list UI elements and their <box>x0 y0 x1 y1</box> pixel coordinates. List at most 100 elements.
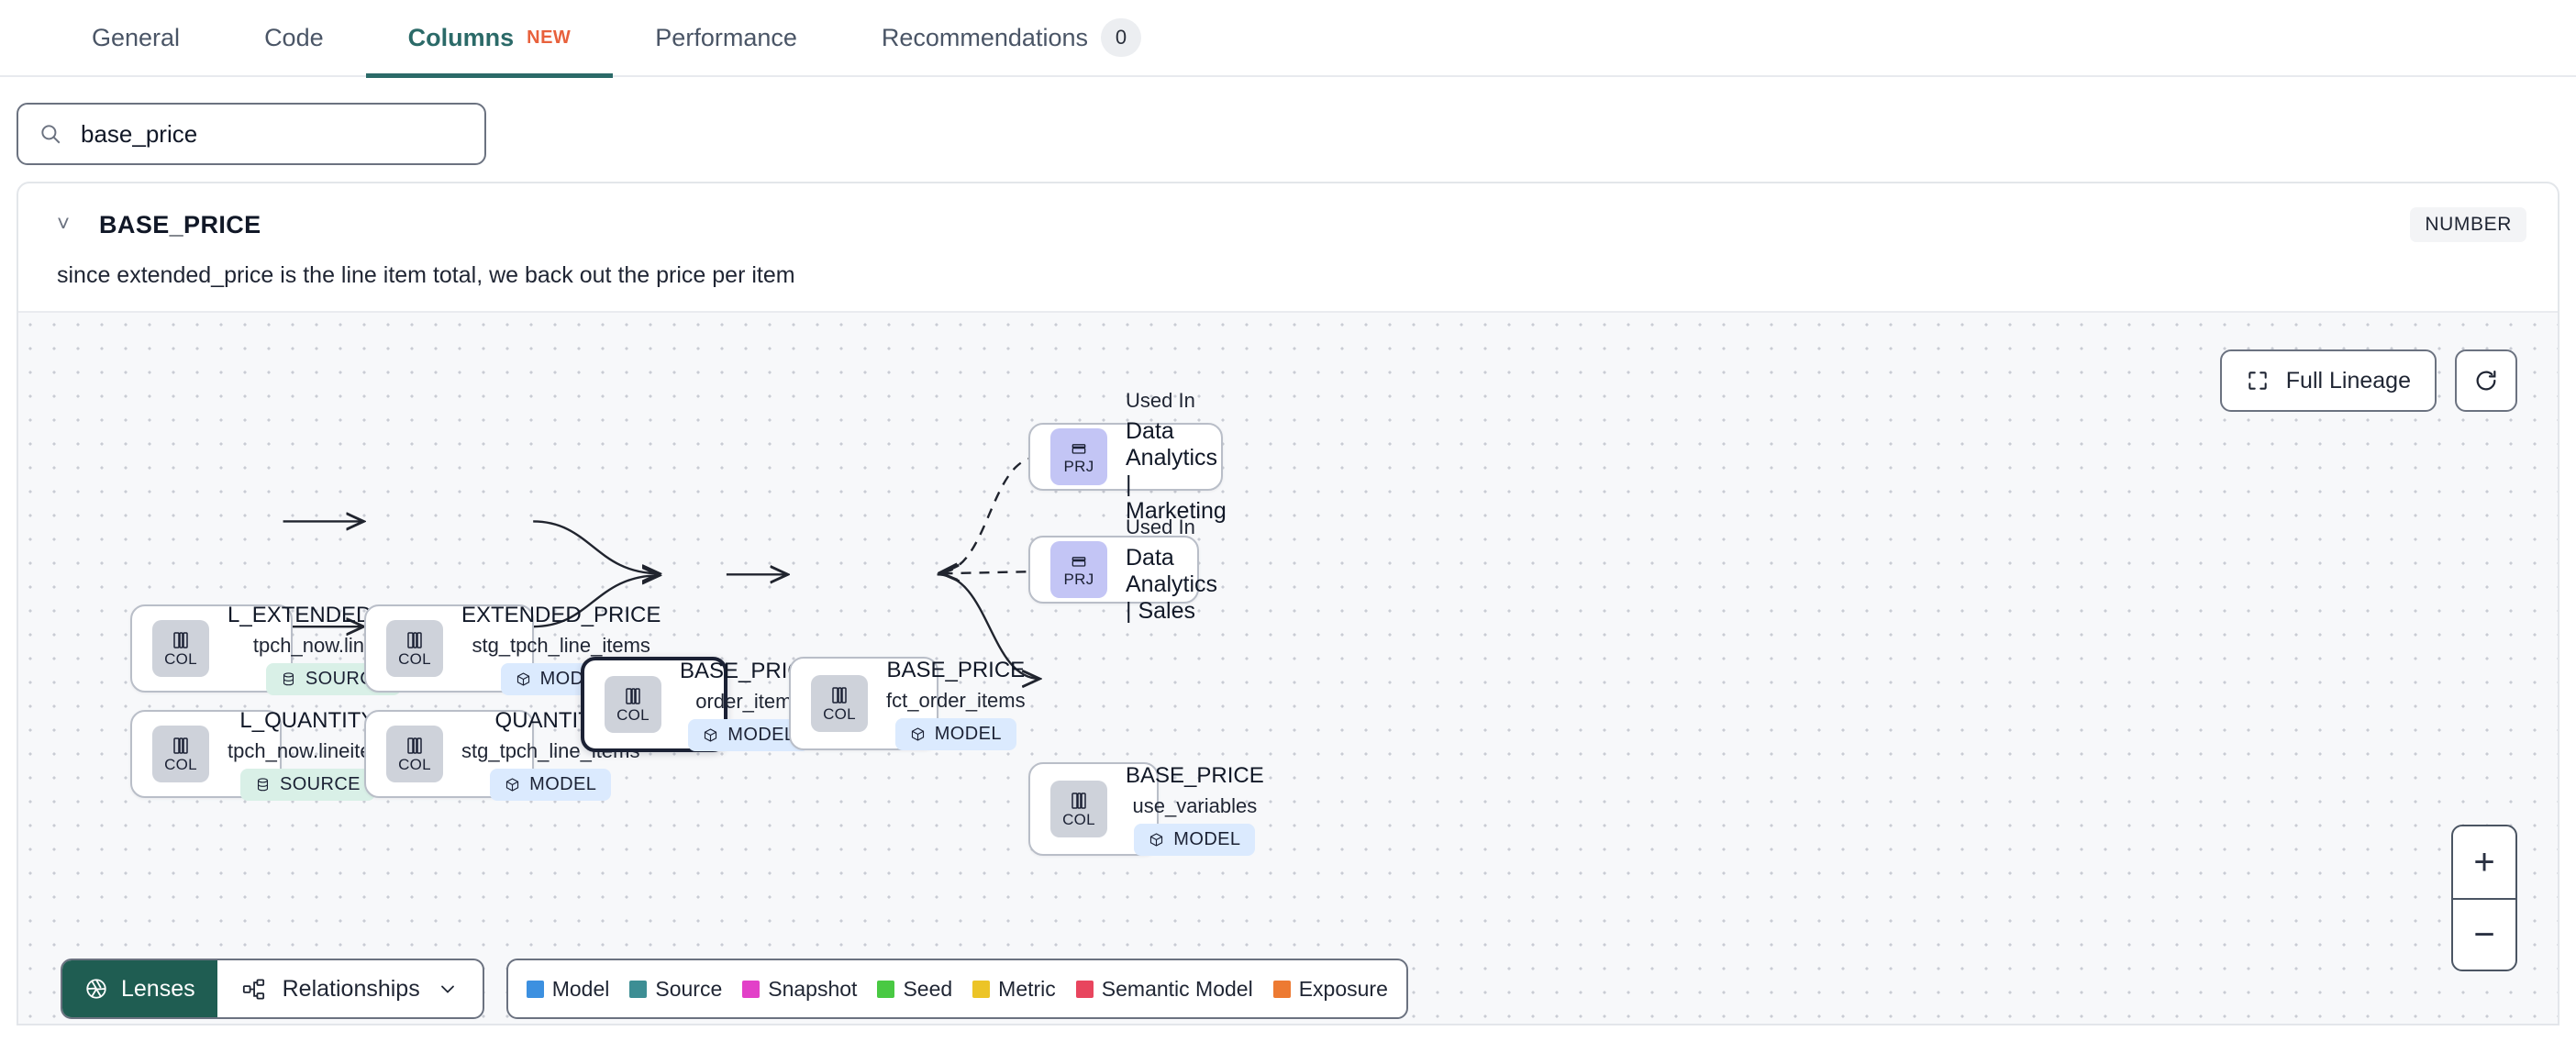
legend-label: Model <box>551 976 610 1001</box>
legend-label: Semantic Model <box>1101 976 1253 1001</box>
legend-item-model: Model <box>526 976 610 1002</box>
relationships-dropdown[interactable]: Relationships <box>217 960 483 1017</box>
lineage-node-extended-price[interactable]: COL EXTENDED_PRICE stg_tpch_line_items M… <box>364 603 661 695</box>
canvas-top-controls: Full Lineage <box>2219 349 2517 412</box>
pill-label: MODEL <box>529 773 597 794</box>
tab-code[interactable]: Code <box>222 0 366 76</box>
legend-item-metric: Metric <box>972 977 1056 1002</box>
column-panel: ˅ BASE_PRICE NUMBER since extended_price… <box>17 182 2559 1025</box>
lenses-button[interactable]: Lenses <box>62 960 217 1017</box>
lineage-node-project-sales[interactable]: PRJ Used In Data Analytics | Sales <box>1028 515 1217 624</box>
chevron-down-icon[interactable]: ˅ <box>57 212 71 237</box>
legend-item-seed: Seed <box>877 977 952 1002</box>
pill-label: SOURCE <box>279 773 361 794</box>
badge-label: COL <box>164 756 197 773</box>
column-name: BASE_PRICE <box>99 210 261 238</box>
zoom-in-button[interactable]: + <box>2473 841 2495 882</box>
legend-label: Seed <box>903 976 953 1001</box>
badge-label: PRJ <box>1063 571 1094 588</box>
lineage-node-base-price-order-items[interactable]: COL BASE_PRICE order_items MODEL <box>581 657 818 752</box>
badge-label: PRJ <box>1063 458 1094 475</box>
node-kind-pill: SOURCE <box>239 768 375 801</box>
col-type-icon: COL <box>386 726 443 782</box>
legend-label: Snapshot <box>768 976 858 1001</box>
col-type-icon: COL <box>386 620 443 677</box>
node-kind-pill: MODEL <box>894 717 1016 750</box>
legend-item-source: Source <box>629 977 722 1002</box>
col-type-icon: COL <box>152 620 209 677</box>
search-icon <box>39 122 62 146</box>
pill-label: MODEL <box>727 724 795 745</box>
node-body: BASE_PRICE fct_order_items MODEL <box>886 658 1026 750</box>
lineage-node-l-extendedprice[interactable]: COL L_EXTENDEDPRICE tpch_now.lineitem SO… <box>130 603 439 695</box>
used-in-label: Used In <box>1126 515 1195 538</box>
aperture-icon <box>84 977 108 1001</box>
expand-icon <box>2246 369 2270 393</box>
refresh-button[interactable] <box>2455 349 2517 412</box>
tab-performance[interactable]: Performance <box>613 0 839 76</box>
project-icon: PRJ <box>1050 428 1107 485</box>
tab-label: Performance <box>655 23 797 51</box>
cube-icon <box>703 727 718 743</box>
node-subtitle: stg_tpch_line_items <box>472 633 650 657</box>
lineage-node-l-quantity[interactable]: COL L_QUANTITY tpch_now.lineitem SOURCE <box>130 708 388 801</box>
tab-general[interactable]: General <box>50 0 222 76</box>
lineage-node-base-price-use-variables[interactable]: COL BASE_PRICE use_variables MODEL <box>1028 762 1264 856</box>
lenses-label: Lenses <box>121 975 195 1002</box>
node-name: BASE_PRICE <box>1126 762 1264 788</box>
node-subtitle: tpch_now.lineitem <box>228 738 388 762</box>
tab-label: Columns <box>407 23 515 51</box>
project-name: Data Analytics | Sales <box>1126 544 1218 624</box>
zoom-out-button[interactable]: − <box>2453 898 2515 970</box>
col-type-icon: COL <box>152 726 209 782</box>
relationships-label: Relationships <box>282 975 420 1002</box>
relationships-icon <box>241 977 266 1002</box>
node-name: BASE_PRICE <box>886 657 1026 682</box>
lenses-relationships-group: Lenses Relationships <box>61 959 484 1019</box>
badge-label: COL <box>164 650 197 668</box>
node-body: BASE_PRICE use_variables MODEL <box>1126 763 1264 856</box>
recommendations-count-badge: 0 <box>1101 18 1141 57</box>
column-type-badge: NUMBER <box>2410 207 2526 242</box>
tab-columns[interactable]: Columns NEW <box>365 0 614 78</box>
tab-bar: General Code Columns NEW Performance Rec… <box>0 0 2576 78</box>
node-name: L_QUANTITY <box>239 707 376 733</box>
col-type-icon: COL <box>1050 781 1107 837</box>
refresh-icon <box>2473 368 2499 393</box>
legend-item-semantic-model: Semantic Model <box>1075 976 1253 1002</box>
new-badge: NEW <box>527 27 572 48</box>
legend-swatch <box>629 980 648 998</box>
lineage-edges <box>283 456 2558 1025</box>
legend-item-snapshot: Snapshot <box>742 977 857 1002</box>
legend-item-exposure: Exposure <box>1272 976 1388 1002</box>
column-description: since extended_price is the line item to… <box>57 262 795 288</box>
tab-recommendations[interactable]: Recommendations 0 <box>839 0 1183 76</box>
badge-label: COL <box>398 756 431 773</box>
lineage-node-base-price-fct-order-items[interactable]: COL BASE_PRICE fct_order_items MODEL <box>789 657 1026 750</box>
node-name: EXTENDED_PRICE <box>461 602 661 627</box>
search-bar-container <box>0 77 2576 182</box>
cube-icon <box>516 671 531 687</box>
search-input[interactable] <box>81 119 464 149</box>
legend-label: Source <box>655 976 723 1001</box>
used-in-label: Used In <box>1126 389 1195 412</box>
node-kind-pill: MODEL <box>1134 823 1256 856</box>
lineage-node-quantity[interactable]: COL QUANTITY stg_tpch_line_items MODEL <box>364 708 639 801</box>
database-icon <box>281 671 296 687</box>
badge-label: COL <box>823 705 856 723</box>
column-header: ˅ BASE_PRICE NUMBER <box>18 183 2558 242</box>
cube-icon <box>505 777 520 793</box>
legend-swatch <box>1272 980 1291 998</box>
search-box[interactable] <box>17 103 486 165</box>
node-subtitle: fct_order_items <box>886 688 1026 712</box>
legend-swatch <box>1075 980 1094 998</box>
lineage-node-project-marketing[interactable]: PRJ Used In Data Analytics | Marketing <box>1028 389 1227 524</box>
node-body: L_QUANTITY tpch_now.lineitem SOURCE <box>228 708 388 801</box>
badge-label: COL <box>616 706 650 724</box>
legend-swatch <box>972 980 991 998</box>
cube-icon <box>910 726 926 742</box>
project-name: Data Analytics | Marketing <box>1126 418 1227 524</box>
full-lineage-button[interactable]: Full Lineage <box>2219 349 2437 412</box>
lineage-canvas[interactable]: COL L_EXTENDEDPRICE tpch_now.lineitem SO… <box>18 311 2558 1025</box>
legend-label: Exposure <box>1298 976 1388 1001</box>
